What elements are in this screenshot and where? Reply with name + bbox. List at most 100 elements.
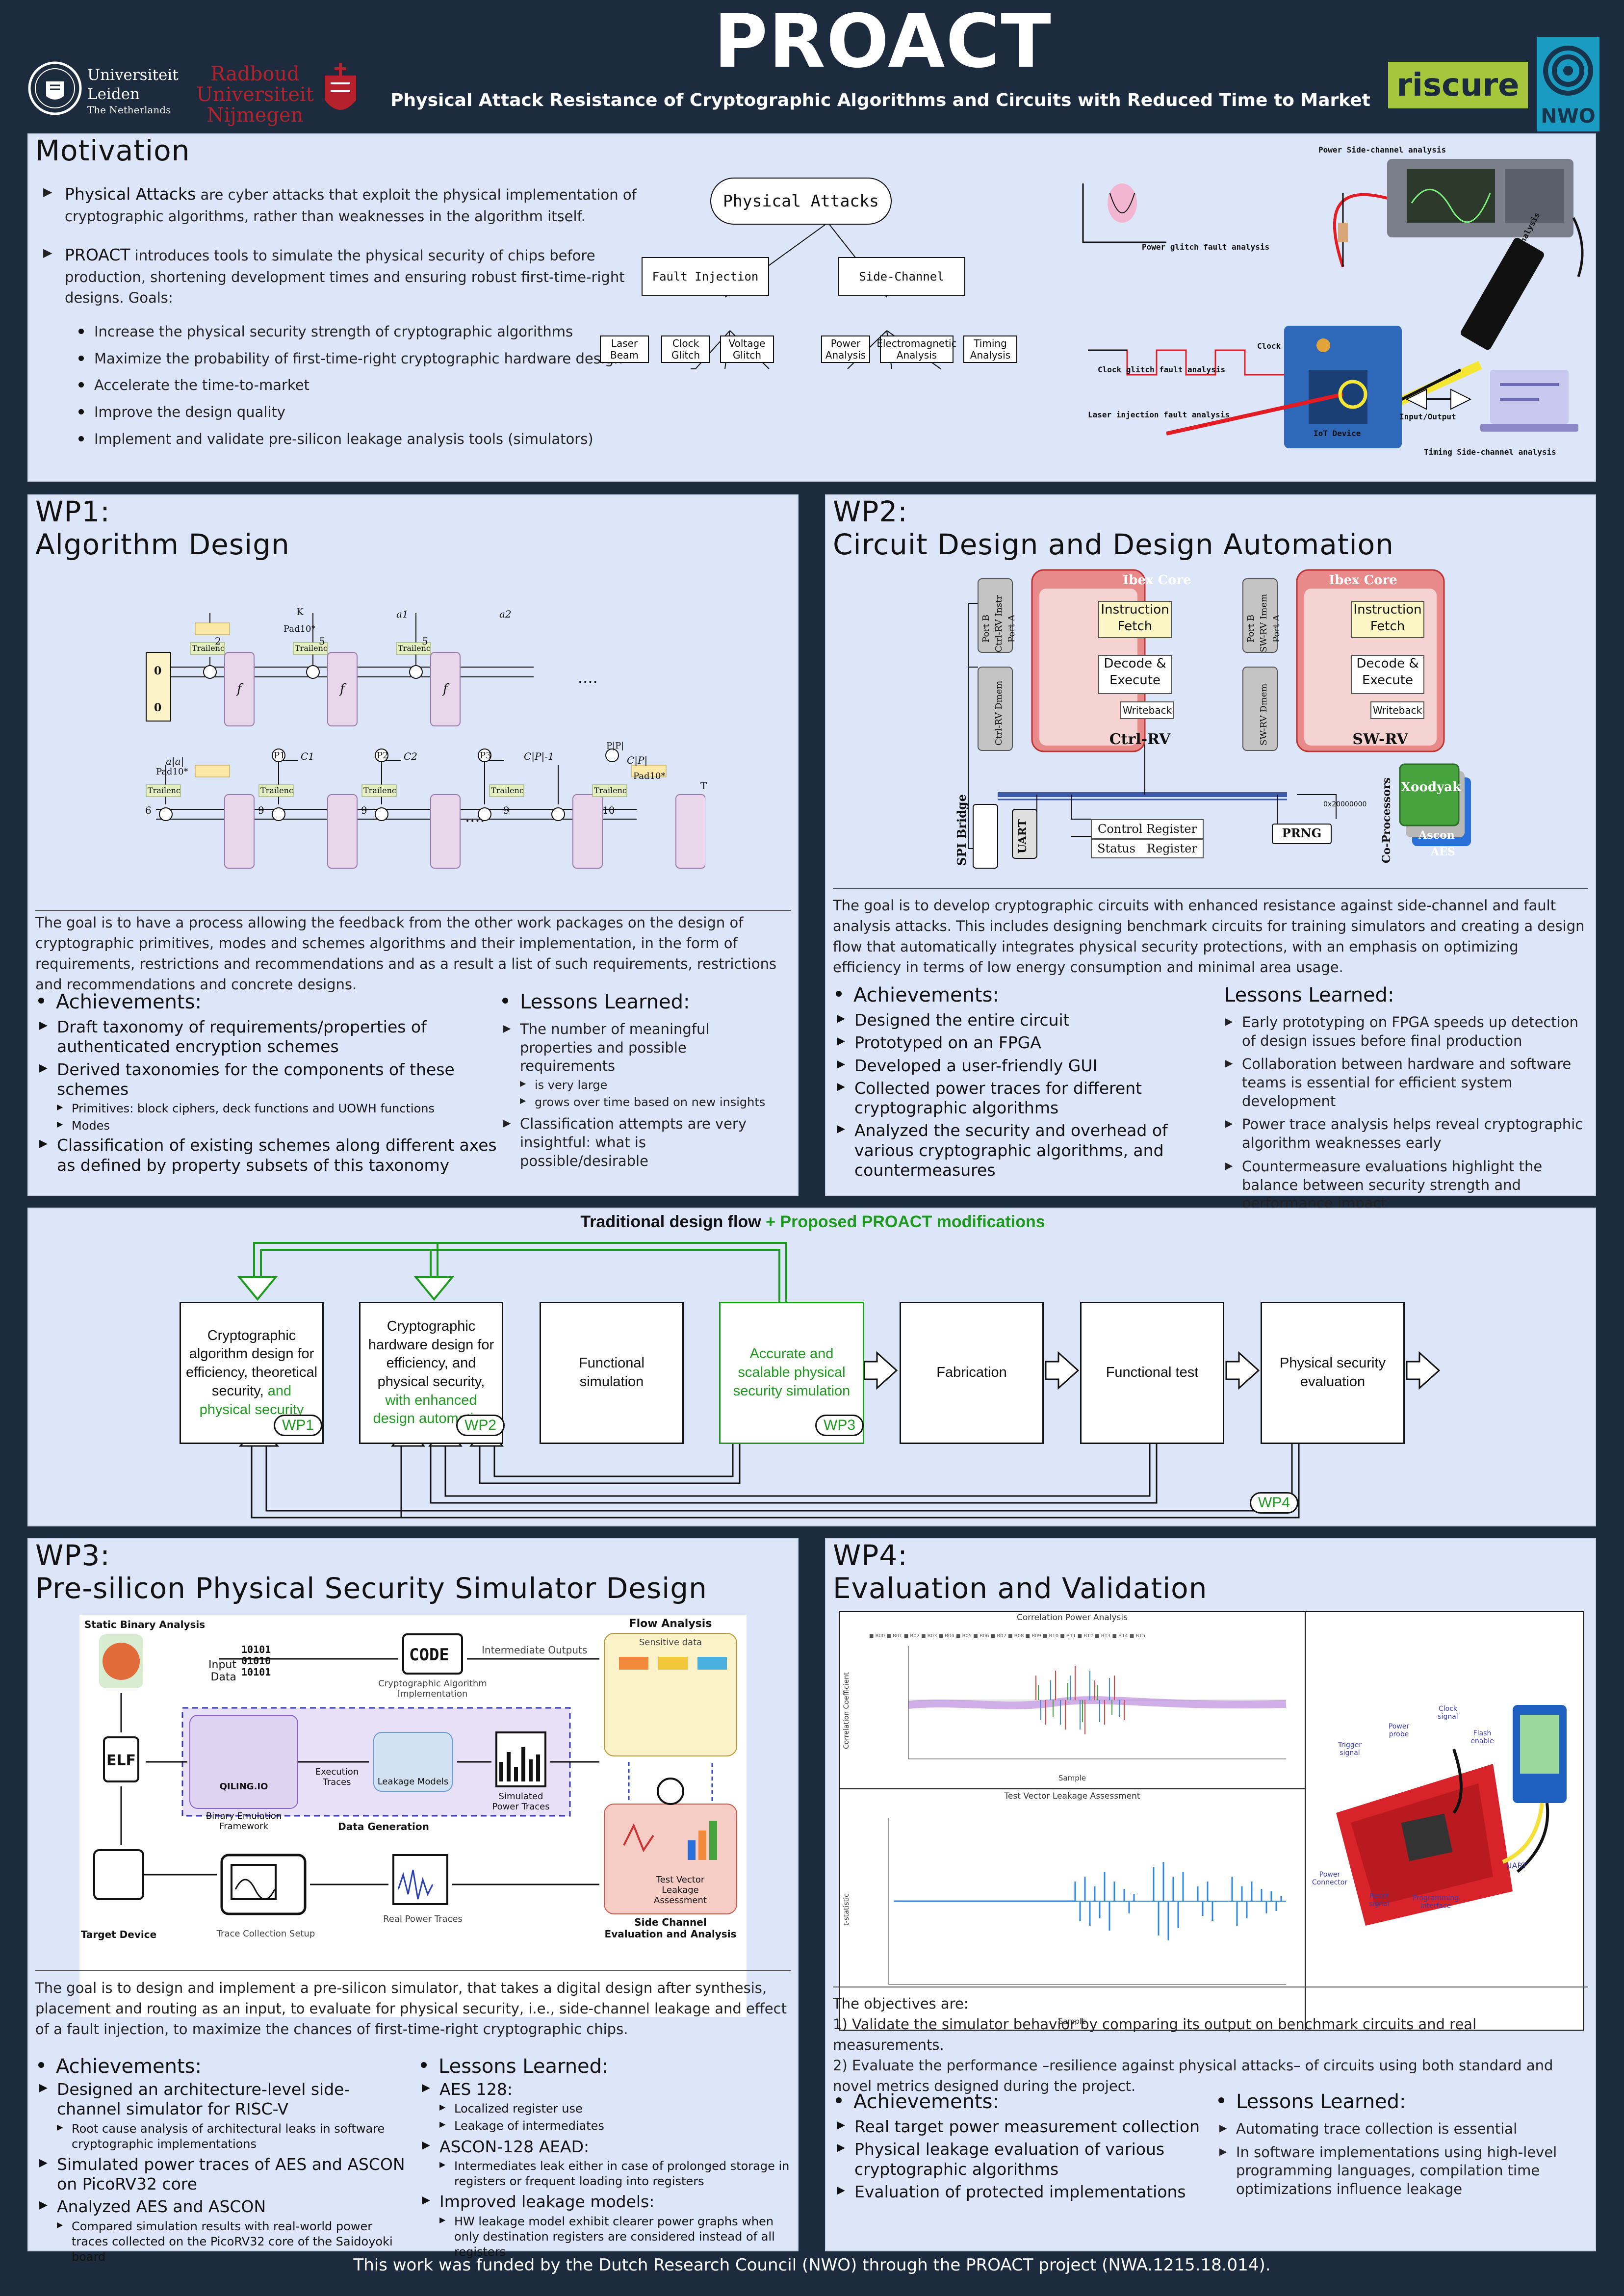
wp2-wb-1: Writeback: [1120, 701, 1174, 719]
wp2-achievements-list: Designed the entire circuit Prototyped o…: [836, 1010, 1228, 1180]
wp3-binary-emulation: Binary Emulation Framework: [206, 1811, 282, 1832]
wp2-lesson: Collaboration between hardware and softw…: [1224, 1055, 1587, 1110]
wp2-achievement: Collected power traces for different cry…: [836, 1079, 1228, 1118]
wp1-label-dots-1: ....: [578, 668, 598, 687]
wp1-label-p2: P2: [377, 750, 388, 761]
wp3-achievement: Designed an architecture-level side-chan…: [38, 2080, 411, 2152]
wp3-achievement-sub: Compared simulation results with real-wo…: [55, 2219, 411, 2265]
board-label-flash: Flash enable: [1470, 1729, 1494, 1745]
tree-leaf-power: Power Analysis: [821, 335, 870, 363]
leiden-seal-icon: [28, 61, 82, 115]
motivation-title: Motivation: [35, 134, 190, 167]
wp2-achievement: Prototyped on an FPGA: [836, 1033, 1228, 1053]
wp2-wb-2: Writeback: [1370, 701, 1424, 719]
wp3-lesson-sub: Intermediates leak either in case of pro…: [438, 2159, 794, 2189]
board-label-uart: UART: [1506, 1861, 1527, 1870]
cpa-xlabel: Sample: [1058, 1774, 1086, 1782]
wp3-lesson-text: Improved leakage models:: [439, 2192, 655, 2212]
tree-leaf-laser: Laser Beam: [600, 335, 649, 363]
leiden-country: The Netherlands: [87, 103, 171, 116]
wp2-achievements-title: Achievements:: [853, 984, 999, 1006]
riscure-logo: riscure: [1388, 62, 1528, 108]
wp4-panel: WP4: Evaluation and Validation Correlati…: [825, 1538, 1596, 2251]
wp4-title-line2: Evaluation and Validation: [833, 1571, 1208, 1605]
wp3-figure-shapes: [93, 1633, 737, 1915]
wp2-lessons-list: Early prototyping on FPGA speeds up dete…: [1224, 1013, 1587, 1213]
wp1-lesson: The number of meaningful properties and …: [502, 1020, 777, 1110]
wp4-objective-1: 1) Validate the simulator behavior by co…: [833, 2016, 1477, 2054]
wp1-label-a2: a2: [499, 608, 512, 620]
wp3-flow-analysis: Flow Analysis: [629, 1618, 712, 1630]
wp2-fetch-2: Instruction Fetch: [1351, 601, 1424, 638]
wp1-lessons-heading: Lessons Learned:: [502, 991, 777, 1013]
wp1-achievements-list: Draft taxonomy of requirements/propertie…: [38, 1017, 509, 1175]
wp2-title-line1: WP2:: [833, 495, 908, 528]
goal-item: Implement and validate pre-silicon leaka…: [75, 430, 646, 449]
wp1-label-pad-3: Pad10*: [633, 771, 666, 781]
wp1-label-f2: f: [340, 682, 345, 697]
tree-side-channel: Side-Channel: [838, 257, 965, 296]
wp3-sca-eval: Side Channel Evaluation and Analysis: [604, 1916, 737, 1940]
wp1-lesson-sub: is very large: [518, 1078, 777, 1093]
label-power-glitch: Power glitch fault analysis: [1142, 242, 1270, 252]
wp1-label-cp: C|P|: [627, 754, 648, 766]
wp4-lessons-title: Lessons Learned:: [1236, 2090, 1406, 2113]
nwo-text: NWO: [1541, 105, 1596, 128]
wp2-prng: PRNG: [1282, 826, 1322, 840]
label-iot: IoT Device: [1314, 429, 1361, 438]
board-label-programming: Programming interface: [1412, 1894, 1459, 1910]
wp3-achievements-title: Achievements:: [56, 2055, 202, 2078]
wp2-lessons-title: Lessons Learned:: [1224, 984, 1394, 1006]
wp1-label-trailenc-3: Trailenc: [398, 644, 431, 653]
wp2-port-b-1: Port B: [981, 614, 991, 643]
wp2-sw-inst: SW-RV Imem: [1259, 593, 1269, 652]
flow-title-traditional: Traditional design flow: [580, 1212, 761, 1231]
wp2-ibex-2: Ibex Core: [1329, 573, 1397, 588]
wp1-label-zero-a: 0: [154, 665, 162, 677]
motivation-bullet-2: ▶ PROACT introduces tools to simulate th…: [43, 245, 625, 306]
wp3-achievement-sub: Root cause analysis of architectural lea…: [55, 2121, 411, 2152]
wp2-ibex-1: Ibex Core: [1123, 573, 1191, 588]
wp1-mode-diagram: [146, 613, 705, 869]
wp3-lesson-sub: Leakage of intermediates: [438, 2118, 794, 2134]
wp1-label-a1: a1: [396, 608, 409, 620]
wp2-achievement: Designed the entire circuit: [836, 1010, 1228, 1030]
wp3-real-traces: Real Power Traces: [383, 1914, 463, 1924]
wp1-label-n9b: 9: [361, 804, 367, 816]
board-label-trigger: Trigger signal: [1338, 1741, 1362, 1757]
wp1-label-dots-2: ....: [465, 807, 485, 826]
board-label-power-probe: Power probe: [1388, 1723, 1410, 1738]
attacks-illustration: [1082, 159, 1584, 448]
goal-item: Improve the design quality: [75, 403, 646, 422]
wp1-label-p1: P1: [274, 750, 285, 761]
wp1-lesson: Classification attempts are very insight…: [502, 1115, 777, 1170]
tree-leaf-em: Electromagnetic Analysis: [876, 335, 957, 363]
wp2-title-line2: Circuit Design and Design Automation: [833, 527, 1394, 561]
physical-attacks-text: are cyber attacks that exploit the physi…: [65, 186, 637, 225]
wp2-sw-rv: SW-RV: [1352, 731, 1408, 748]
wp1-label-n6: 6: [145, 804, 152, 816]
wp4-achievement: Physical leakage evaluation of various c…: [836, 2140, 1209, 2179]
wp1-lesson-text: The number of meaningful properties and …: [520, 1021, 710, 1075]
tvla-chart: [888, 1818, 1286, 1985]
goal-item: Accelerate the time-to-market: [75, 376, 646, 395]
flow-box-hardware-design: Cryptographic hardware design for effici…: [359, 1302, 503, 1444]
tree-fault-injection: Fault Injection: [642, 257, 769, 296]
wp4-lessons-heading: Lessons Learned:: [1218, 2090, 1591, 2113]
cpa-chart: ■ B00 ■ B01 ■ B02 ■ B03 ■ B04 ■ B05 ■ B0…: [869, 1633, 1287, 1759]
wp2-decode-2: Decode & Execute: [1351, 655, 1424, 694]
wp3-data-generation: Data Generation: [338, 1821, 429, 1832]
wp3-panel: WP3: Pre-silicon Physical Security Simul…: [27, 1538, 799, 2264]
tree-root: Physical Attacks: [710, 178, 892, 225]
wp4-lessons-list: Automating trace collection is essential…: [1218, 2120, 1591, 2199]
wp1-label-trailenc-2: Trailenc: [295, 644, 328, 653]
flow-box1-text: Cryptographic algorithm design for effic…: [185, 1327, 318, 1399]
wp1-achievement: Derived taxonomies for the components of…: [38, 1060, 509, 1134]
header: Universiteit Leiden The Netherlands Radb…: [0, 0, 1624, 132]
wp1-label-f1: f: [237, 682, 242, 697]
wp3-lesson-sub: Localized register use: [438, 2101, 794, 2116]
wp3-bits: 10101 01010 10101: [241, 1644, 271, 1678]
wp1-label-n10: 10: [602, 804, 615, 816]
label-power-sca: Power Side-channel analysis: [1318, 145, 1446, 155]
radboud-crest-icon: [325, 63, 356, 110]
